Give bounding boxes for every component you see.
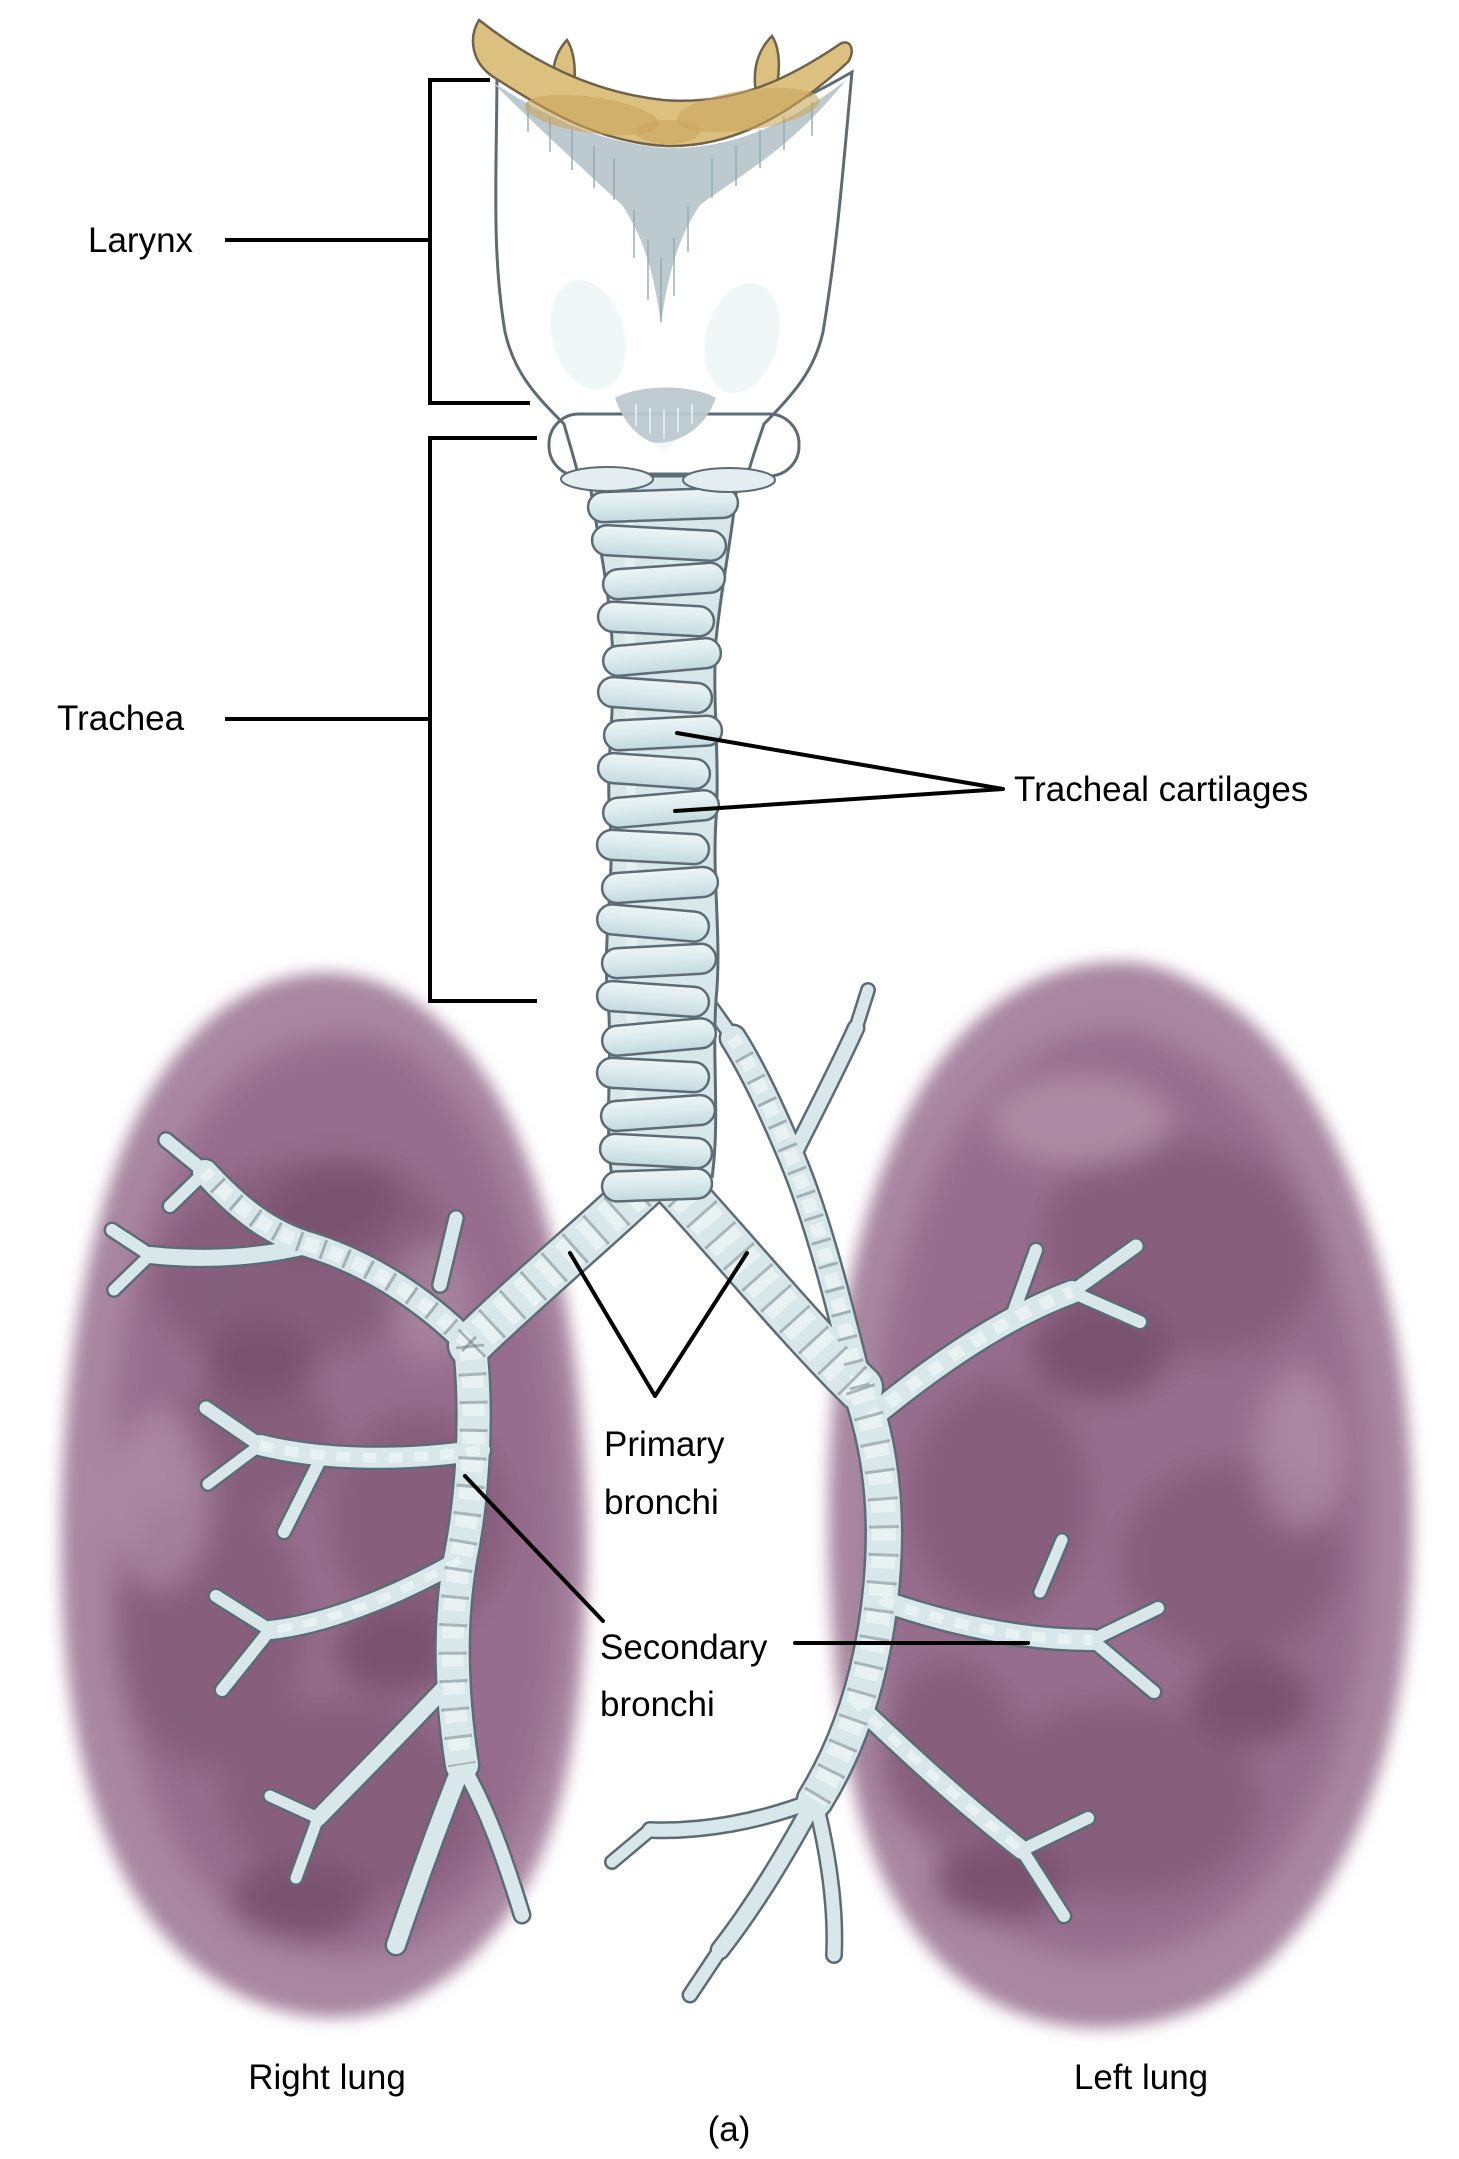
label-right-lung: Right lung [248, 2058, 406, 2097]
trachea-illustration [586, 471, 740, 1203]
larynx-illustration [471, 18, 854, 493]
membrane-striations [527, 102, 813, 322]
cartilage-highlights [550, 280, 780, 449]
larynx-bracket [428, 78, 530, 405]
cricotracheal-ligament-left [560, 466, 654, 492]
label-larynx: Larynx [88, 221, 194, 260]
label-primary-bronchi-line1: Primary [604, 1425, 725, 1464]
trachea-bracket [428, 436, 537, 1003]
label-left-lung: Left lung [1074, 2058, 1208, 2097]
cricothyroid-membrane [615, 387, 716, 443]
epiglottis-region [471, 18, 853, 148]
thyrohyoid-membrane [492, 80, 846, 325]
annotation-layer: Larynx Trachea Tracheal cartilages Prima… [57, 78, 1308, 2149]
tracheal-cartilages-pointer [673, 731, 1005, 813]
left-lung-illustration [828, 962, 1413, 2029]
subfigure-caption: (a) [708, 2110, 751, 2149]
label-tracheal-cartilages: Tracheal cartilages [1014, 770, 1308, 809]
label-primary-bronchi-line2: bronchi [604, 1483, 719, 1522]
cricotracheal-ligament-right [682, 467, 776, 493]
label-secondary-bronchi-line2: bronchi [600, 1685, 715, 1724]
cricothyroid-striations [635, 404, 693, 438]
tracheal-cartilage-rings [586, 486, 740, 1203]
label-trachea: Trachea [57, 699, 185, 738]
secondary-bronchi-pointer-left [463, 1474, 605, 1623]
label-secondary-bronchi-line1: Secondary [600, 1628, 768, 1667]
primary-bronchi-pointer [568, 1251, 749, 1398]
